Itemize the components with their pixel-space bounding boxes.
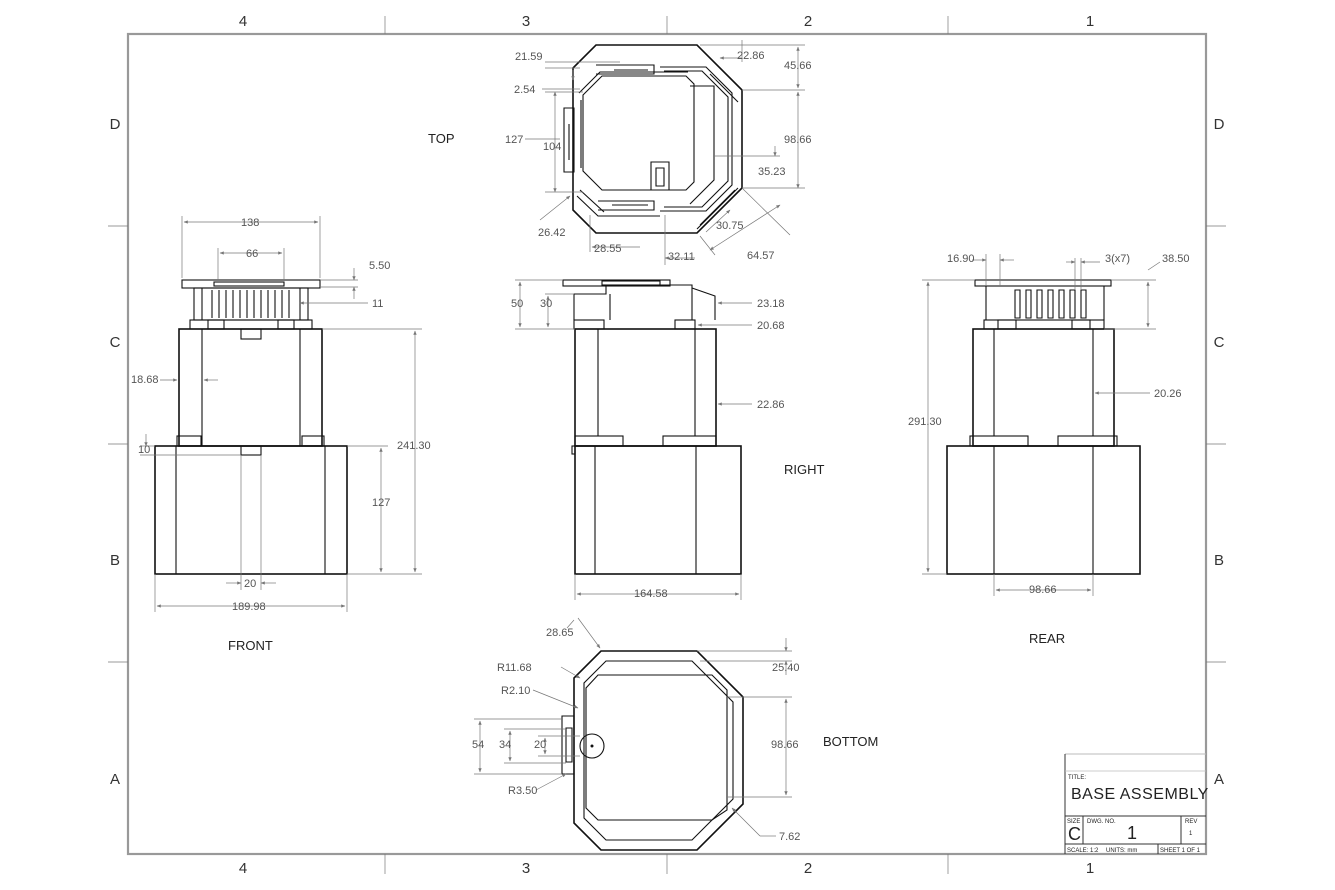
zone-top-2: 2: [804, 13, 812, 30]
dim-label: 127: [372, 497, 390, 509]
zone-right-a: A: [1214, 771, 1224, 788]
dim-label: 291.30: [908, 416, 942, 428]
zone-top-1: 1: [1086, 13, 1094, 30]
dim-label: 22.86: [737, 50, 765, 62]
scale-text: SCALE: 1:2: [1067, 848, 1099, 854]
zone-bottom-1: 1: [1086, 860, 1094, 877]
dim-label: 23.18: [757, 298, 785, 310]
dim-label: 38.50: [1162, 253, 1190, 265]
zone-top-3: 3: [522, 13, 530, 30]
dim-label: 164.58: [634, 588, 668, 600]
dim-label: 20: [534, 739, 546, 751]
zone-left-c: C: [110, 334, 121, 351]
zone-right-b: B: [1214, 552, 1224, 569]
dim-label: 3(x7): [1105, 253, 1130, 265]
dim-label: 54: [472, 739, 484, 751]
dim-label: 16.90: [947, 253, 975, 265]
dwg-no-label: DWG. NO.: [1087, 819, 1116, 825]
units-text: UNITS: mm: [1106, 848, 1137, 854]
top-view: [563, 44, 743, 234]
dim-label: 30.75: [716, 220, 744, 232]
dim-label: R11.68: [497, 662, 532, 674]
dim-label: 18.68: [131, 374, 159, 386]
zone-right-d: D: [1214, 116, 1225, 133]
front-view: [154, 279, 348, 575]
view-label-right: RIGHT: [784, 462, 825, 477]
front-view-dim-labels: 138 66 5.50 11 18.68 10 241.30 127 20 18…: [131, 217, 431, 613]
dim-label: 2.54: [514, 84, 535, 96]
dim-label: 138: [241, 217, 259, 229]
rev-label: REV: [1185, 819, 1197, 825]
zone-bottom-2: 2: [804, 860, 812, 877]
dim-label: 64.57: [747, 250, 775, 262]
zone-labels: 4 3 2 1 4 3 2 1 D C B A D C B A: [110, 13, 1225, 877]
sheet-text: SHEET 1 OF 1: [1160, 848, 1201, 854]
dim-label: 25.40: [772, 662, 800, 674]
dim-label: 10: [138, 444, 150, 456]
bottom-view-dim-labels: 28.65 R11.68 25.40 R2.10 98.66 54 34 20 …: [472, 627, 800, 843]
dim-label: 11: [372, 298, 383, 310]
front-view-dimensions: [140, 216, 422, 612]
view-label-front: FRONT: [228, 638, 273, 653]
zone-bottom-4: 4: [239, 860, 247, 877]
bottom-view: [561, 650, 744, 851]
dim-label: 26.42: [538, 227, 566, 239]
dim-label: 98.66: [1029, 584, 1057, 596]
dim-label: 21.59: [515, 51, 543, 63]
zone-left-a: A: [110, 771, 120, 788]
dim-label: R2.10: [501, 685, 530, 697]
dim-label: 35.23: [758, 166, 786, 178]
sheet-frame: [108, 16, 1226, 874]
dim-label: 127: [505, 134, 523, 146]
dim-label: 241.30: [397, 440, 431, 452]
dim-label: 30: [540, 298, 552, 310]
dim-label: 28.65: [546, 627, 574, 639]
dim-label: R3.50: [508, 785, 537, 797]
rev-value: 1: [1189, 831, 1193, 837]
dim-label: 189.98: [232, 601, 266, 613]
zone-right-c: C: [1214, 334, 1225, 351]
dim-label: 34: [499, 739, 511, 751]
zone-left-b: B: [110, 552, 120, 569]
dim-label: 104: [543, 141, 561, 153]
dim-label: 7.62: [779, 831, 800, 843]
view-label-top: TOP: [428, 131, 455, 146]
view-label-rear: REAR: [1029, 631, 1065, 646]
dim-label: 28.55: [594, 243, 622, 255]
right-view: [562, 279, 742, 575]
top-view-dim-labels: 21.59 22.86 45.66 2.54 127 104 98.66 35.…: [505, 50, 812, 263]
dim-label: 98.66: [784, 134, 812, 146]
right-view-dimensions: [515, 279, 752, 600]
dwg-no-value: 1: [1127, 823, 1137, 843]
right-view-dim-labels: 50 30 23.18 20.68 22.86 164.58: [511, 298, 785, 600]
rear-view: [946, 279, 1141, 575]
bottom-view-dimensions: [474, 617, 792, 837]
dim-label: 22.86: [757, 399, 785, 411]
title-label: TITLE:: [1068, 775, 1086, 781]
title-block: TITLE: BASE ASSEMBLY SIZE C DWG. NO. 1 R…: [1064, 753, 1209, 854]
dim-label: 98.66: [771, 739, 799, 751]
rear-view-dimensions: [922, 254, 1161, 596]
dim-label: 50: [511, 298, 523, 310]
zone-bottom-3: 3: [522, 860, 530, 877]
dim-label: 20.26: [1154, 388, 1182, 400]
dim-label: 32.11: [668, 251, 695, 263]
dim-label: 20: [244, 578, 256, 590]
rear-view-dim-labels: 16.90 3(x7) 38.50 291.30 20.26 98.66: [908, 253, 1190, 596]
top-view-dimensions: [525, 40, 805, 265]
dim-label: 5.50: [369, 260, 390, 272]
zone-top-4: 4: [239, 13, 247, 30]
dim-label: 20.68: [757, 320, 785, 332]
size-value: C: [1068, 824, 1081, 844]
dim-label: 45.66: [784, 60, 812, 72]
drawing-title: BASE ASSEMBLY: [1071, 786, 1209, 803]
size-label: SIZE: [1067, 819, 1080, 825]
dim-label: 66: [246, 248, 258, 260]
zone-left-d: D: [110, 116, 121, 133]
view-label-bottom: BOTTOM: [823, 734, 878, 749]
